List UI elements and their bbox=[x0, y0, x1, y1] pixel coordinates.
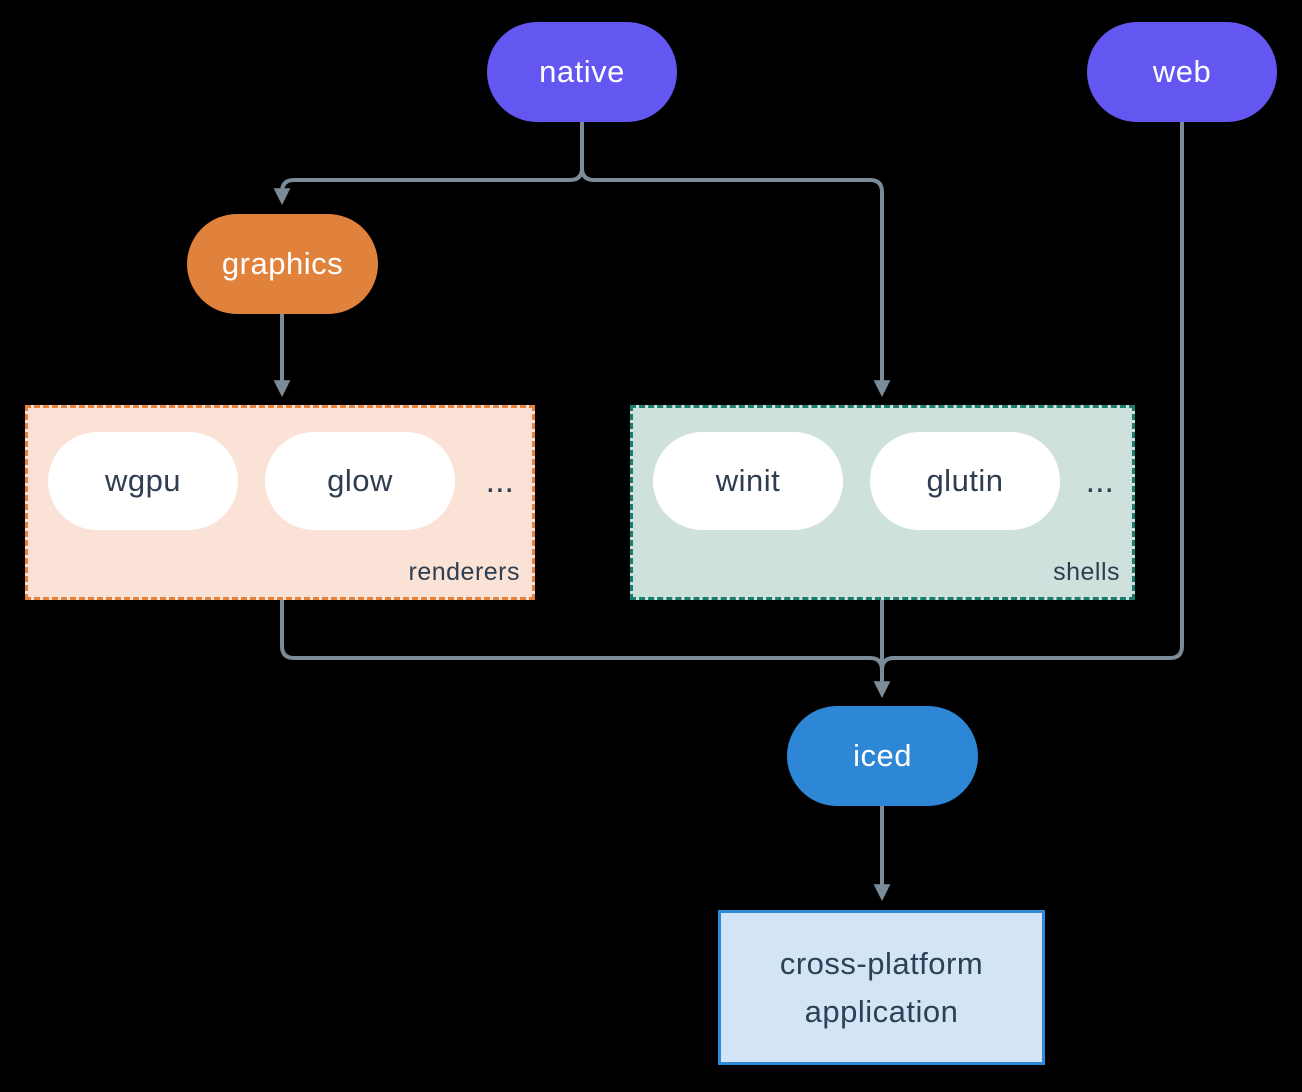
node-native: native bbox=[487, 22, 677, 122]
node-iced: iced bbox=[787, 706, 978, 806]
arrow-native-to-graphics bbox=[273, 122, 584, 206]
node-wgpu: wgpu bbox=[48, 432, 238, 530]
node-cross-platform-application: cross-platform application bbox=[718, 910, 1045, 1065]
group-shells: winit glutin ... shells bbox=[630, 405, 1135, 600]
application-label-line1: cross-platform bbox=[779, 945, 984, 981]
node-winit-label: winit bbox=[715, 463, 781, 498]
node-web: web bbox=[1087, 22, 1277, 122]
node-iced-label: iced bbox=[853, 738, 912, 773]
node-graphics-label: graphics bbox=[221, 246, 344, 281]
shells-ellipsis: ... bbox=[1085, 461, 1114, 500]
renderers-group-label: renderers bbox=[408, 558, 520, 586]
node-wgpu-label: wgpu bbox=[104, 463, 182, 498]
renderers-ellipsis: ... bbox=[485, 461, 514, 500]
application-label-line2: application bbox=[804, 993, 959, 1029]
node-native-label: native bbox=[539, 54, 625, 89]
line-renderers-to-merge bbox=[280, 600, 884, 671]
node-glutin-label: glutin bbox=[926, 463, 1004, 498]
node-winit: winit bbox=[653, 432, 843, 530]
node-web-label: web bbox=[1152, 54, 1212, 89]
shells-group-label: shells bbox=[1053, 558, 1120, 586]
node-glutin: glutin bbox=[870, 432, 1060, 530]
group-renderers: wgpu glow ... renderers bbox=[25, 405, 535, 600]
node-glow: glow bbox=[265, 432, 455, 530]
node-glow-label: glow bbox=[327, 463, 393, 498]
arrow-native-to-shells bbox=[580, 122, 891, 398]
node-graphics: graphics bbox=[187, 214, 378, 314]
